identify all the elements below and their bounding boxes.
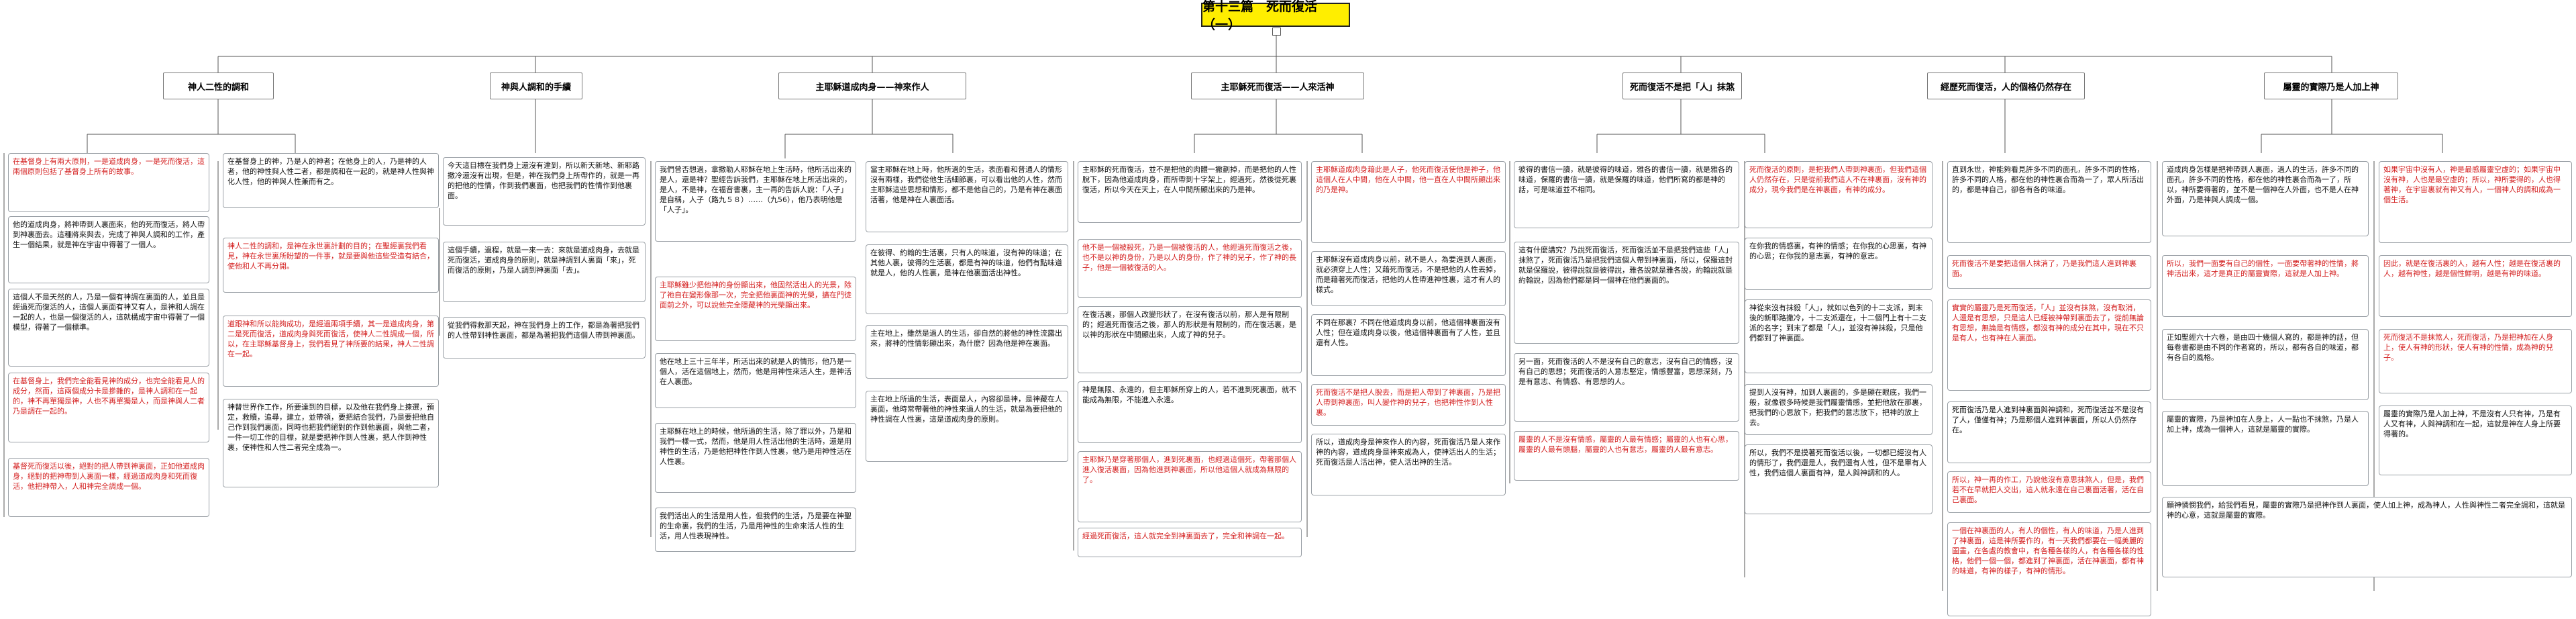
- note-box[interactable]: 在復活裏，那個人改變形狀了，在沒有復活以前，那人是有限制的；經過死而復活之後，那…: [1078, 306, 1302, 373]
- note-box[interactable]: 直到永世，神能夠看見許多不同的面孔，許多不同的性格，許多不同的人格，都在他的神性…: [1947, 161, 2151, 243]
- note-box[interactable]: 死而復活不是要把這個人抹消了，乃是我們這人進到神裏面。: [1947, 255, 2151, 289]
- note-box[interactable]: 死而復活乃是人進到神裏面與神調和，死而復活並不是沒有了人，僅僅有神；乃是那個人進…: [1947, 401, 2151, 463]
- note-box[interactable]: 死而復活不是抹煞人，死而復活，乃是把神加在人身上，使人有神的形狀，使人有神的性情…: [2379, 329, 2572, 393]
- note-box[interactable]: 死而復活的原則，是把我們人帶到神裏面，但我們這個人仍然存在，只是從前我們這人不在…: [1745, 161, 1933, 228]
- note-box[interactable]: 在彼得、約翰的生活裏，只有人的味道，沒有神的味道；在其他人裏，彼得的生活裏，都是…: [866, 244, 1068, 314]
- note-box[interactable]: 所以，道成肉身是神來作人的內容，死而復活乃是人來作神的內容，道成肉身是神來成為人…: [1311, 434, 1506, 495]
- note-box[interactable]: 正如聖經六十六卷，是由四十幾個人寫的，都是神的話，但每卷書都是由不同的作者寫的，…: [2162, 329, 2369, 400]
- topic-death-resurrection[interactable]: 主耶穌死而復活——人來活神: [1191, 73, 1364, 99]
- note-box[interactable]: 主耶穌的死而復活，並不是把他的肉體一撇劃掉，而是把他的人性脫下，因為他道成肉身，…: [1078, 161, 1302, 223]
- note-box[interactable]: 這個手續，過程，就是一來一去：來就是道成肉身，去就是死而復活，道成肉身的原則，就…: [443, 242, 646, 302]
- note-box[interactable]: 神是無限、永遠的，但主耶穌所穿上的人，若不進到死裏面，就不能成為無限，不能進入永…: [1078, 381, 1302, 443]
- note-box[interactable]: 願神憐憫我們，給我們看見，屬靈的實際乃是把神作到人裏面，使人加上神，成為神人，人…: [2162, 497, 2572, 577]
- note-box[interactable]: 另一面，死而復活的人不是沒有自己的意志，沒有自己的情感，沒有自己的思想；死而復活…: [1514, 353, 1739, 422]
- note-box[interactable]: 神替世界作工作，所要達到的目標，以及他在我們身上揀選，預定，救贖，追尋，建立，並…: [223, 399, 439, 487]
- note-box[interactable]: 所以，我們一面要有自己的個性，一面要帶著神的性情，將神活出來，這才是真正的屬靈實…: [2162, 255, 2369, 317]
- note-box[interactable]: 實實的屬靈乃是死而復活，「人」並沒有抹煞，沒有取消，人還是有思想，只是這人已經被…: [1947, 299, 2151, 391]
- topic-mingling-procedure[interactable]: 神與人調和的手續: [490, 73, 582, 99]
- note-box[interactable]: 經過死而復活，這人就完全到神裏面去了，完全和神調在一起。: [1078, 528, 1302, 557]
- note-box[interactable]: 神人二性的調和，是神在永世裏計劃的目的；在聖經裏我們看見，神在永世裏所盼望的一件…: [223, 238, 439, 293]
- topic-personality-remains[interactable]: 經歷死而復活，人的個格仍然存在: [1927, 73, 2085, 99]
- topic-divine-human-mingling[interactable]: 神人二性的調和: [163, 73, 274, 99]
- note-box[interactable]: 一個在神裏面的人，有人的個性，有人的味道，乃是人進到了神裏面，這是神所要作的，有…: [1947, 522, 2151, 616]
- note-box[interactable]: 屬靈的實際乃是人加上神，不是沒有人只有神，乃是有人又有神，人與神調和在一起，這就…: [2379, 406, 2572, 475]
- note-box[interactable]: 道跟神和所以能夠成功，是經過兩項手續，其一是道成肉身，第二是死而復活，道成肉身與…: [223, 316, 439, 387]
- note-box[interactable]: 道成肉身怎樣是把神帶到人裏面，過人的生活，許多不同的面孔，許多不同的性格，都在他…: [2162, 161, 2369, 236]
- root-connector-node: [1272, 28, 1281, 36]
- note-box[interactable]: 屬靈的人不是沒有情感，屬靈的人最有情感；屬靈的人也有心思，屬靈的人最有頭腦，屬靈…: [1514, 431, 1739, 481]
- note-box[interactable]: 在你我的情感裏，有神的情感；在你我的心思裏，有神的心思；在你我的意志裏，有神的意…: [1745, 238, 1933, 290]
- note-box[interactable]: 他的道成肉身，將神帶到人裏面來，他的死而復活，將人帶到神裏面去。這種將來與去，完…: [8, 216, 209, 283]
- note-box[interactable]: 他在地上三十三年半，所活出來的就是人的情形，他乃是一個人，活在這個地上，然而，他…: [655, 353, 856, 408]
- note-box[interactable]: 我們曾否想過，拿撒勒人耶穌在地上生活時，他所活出來的是人，還是神？聖經告訴我們，…: [655, 161, 856, 242]
- note-box[interactable]: 從我們得救那天起，神在我們身上的工作，都是為著把我們的人性帶到神性裏面，都是為著…: [443, 317, 646, 359]
- note-box[interactable]: 這個人不是天然的人，乃是一個有神調在裏面的人，並且是經過死而復活的人，這個人裏面…: [8, 289, 209, 367]
- note-box[interactable]: 主耶穌道成肉身藉此是人子，他死而復活使他是神子，他這個人在人中間，他在人中間，他…: [1311, 161, 1506, 243]
- note-box[interactable]: 今天這目標在我們身上還沒有達到，所以新天新地、新耶路撒冷還沒有出現，但是，神在我…: [443, 157, 646, 226]
- note-box[interactable]: 這有什麼講究？乃說死而復活，死而復活並不是把我們這些「人」抹煞了，死而復活乃是把…: [1514, 242, 1739, 344]
- note-box[interactable]: 屬靈的實際，乃是神加在人身上，人一點也不抹煞，乃是人加上神，成為一個神人，這就是…: [2162, 411, 2369, 486]
- note-box[interactable]: 死而復活不是把人脫去，而是把人帶到了神裏面，乃是把人帶到神裏面，叫人變作神的兒子…: [1311, 384, 1506, 426]
- note-box[interactable]: 主耶穌在地上的時候，他所過的生活，除了罪以外，乃是和我們一樣一式，然而，他是用人…: [655, 423, 856, 493]
- note-box[interactable]: 所以，神一再的作工，乃說他沒有意思抹煞人，但是，我們若不在早就把人交出，這人就永…: [1947, 471, 2151, 513]
- note-box[interactable]: 所以，我們不是摸著死而復活以後，一切都已經沒有人的情形了，我們還是人，我們還有人…: [1745, 444, 1933, 514]
- note-box[interactable]: 當主耶穌在地上時，他所過的生活，表面看和普通人的情形沒有兩樣，我們從他生活細節裏…: [866, 161, 1068, 232]
- note-box[interactable]: 在基督身上的神，乃是人的神者；在他身上的人，乃是神的人者，他的神性與人性二者，都…: [223, 153, 439, 208]
- topic-incarnation[interactable]: 主耶穌道成肉身——神來作人: [778, 73, 966, 99]
- note-box[interactable]: 提到人沒有神，加到人裏面的，多是顯在眼底，我們一般，就像很多時候是我們屬靈情感，…: [1745, 384, 1933, 435]
- note-box[interactable]: 在基督身上，我們完全能看見神的成分，也完全能看見人的成分，然而，這兩個成分卡是摻…: [8, 373, 209, 442]
- note-box[interactable]: 如果宇宙中沒有人，神是最感屬靈空虛的；如果宇宙中沒有神，人也是最空虛的；所以，神…: [2379, 161, 2572, 243]
- note-box[interactable]: 主耶穌乃是穿著那個人，進到死裏面，也經過這個死，帶著那個人進入復活裏面，因為他進…: [1078, 451, 1302, 522]
- note-box[interactable]: 在基督身上有兩大原則，一是道成肉身，一是死而復活，這兩個原則包括了基督身上所有的…: [8, 153, 209, 212]
- note-box[interactable]: 彼得的書信一讀，就是彼得的味道，雅各的書信一讀，就是雅各的味道，保羅的書信一讀，…: [1514, 161, 1739, 228]
- note-box[interactable]: 主耶穌雖少把他神的身份顯出來，他固然活出人的光景，除了祂自在變形像那一次，完全把…: [655, 277, 856, 341]
- topic-not-erasing-man[interactable]: 死而復活不是把「人」抹煞: [1622, 73, 1742, 99]
- note-box[interactable]: 因此，就是在復活裏的人，越有人性；越是在復活裏的人，越有神性，越是個性鮮明，越是…: [2379, 255, 2572, 317]
- note-box[interactable]: 神從來沒有抹殺「人」，就如以色列的十二支派，到末後的新耶路撒冷，十二支派還在，十…: [1745, 299, 1933, 373]
- topic-spiritual-reality[interactable]: 屬靈的實際乃是人加上神: [2264, 73, 2398, 99]
- note-box[interactable]: 主在地上所過的生活，表面是人，內容卻是神，是神藏在人裏面，他時常帶著他的神性來過…: [866, 391, 1068, 462]
- note-box[interactable]: 主耶穌沒有道成肉身以前，就不是人，為要進到人裏面，就必須穿上人性；又藉死而復活，…: [1311, 251, 1506, 306]
- root-topic[interactable]: 第十三篇 死而復活（一）: [1201, 0, 1350, 32]
- note-box[interactable]: 主在地上，雖然是過人的生活，卻自然的將他的神性流露出來，將神的性情彰顯出來，為什…: [866, 325, 1068, 379]
- note-box[interactable]: 不同在那裏？不同在他道成肉身以前，他這個神裏面沒有人性；但在道成肉身以後，他這個…: [1311, 314, 1506, 376]
- note-box[interactable]: 他不是一個被殺死，乃是一個被復活的人，他經過死而復活之後，也不是以神的身份，乃是…: [1078, 239, 1302, 298]
- note-box[interactable]: 基督死而復活以後，絕對的把人帶到神裏面，正如他道成肉身，絕對的把神帶到人裏面一樣…: [8, 458, 209, 517]
- note-box[interactable]: 我們活出人的生活是用人性，但我們的生活，乃是要在神聖的生命裏，我們的生活，乃是用…: [655, 508, 856, 552]
